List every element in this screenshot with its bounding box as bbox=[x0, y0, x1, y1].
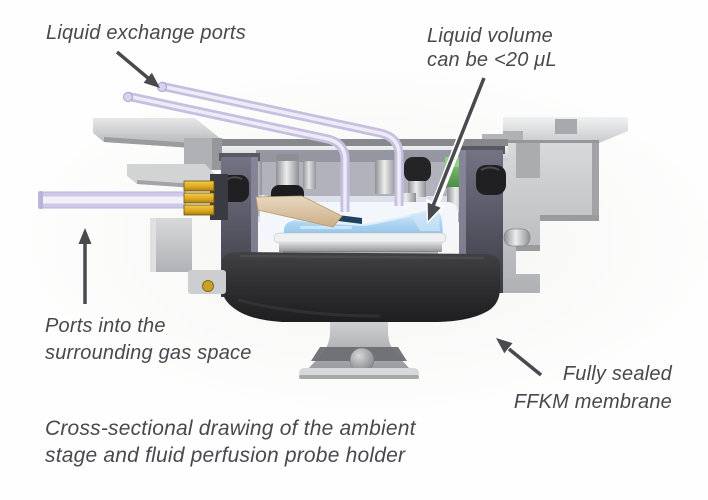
arrow-liquid-exchange bbox=[115, 50, 160, 88]
screw-head bbox=[202, 280, 214, 292]
pedestal bbox=[299, 322, 419, 379]
liquid-exchange-tubes bbox=[123, 81, 404, 212]
label-text-line2: can be <20 μL bbox=[427, 49, 557, 71]
pivot-pin bbox=[503, 228, 531, 247]
figure-caption: Cross-sectional drawing of the ambient s… bbox=[45, 415, 416, 469]
seal-cap bbox=[404, 157, 431, 182]
label-ffkm-membrane: Fully sealed FFKM membrane bbox=[470, 360, 672, 416]
probe-stud bbox=[276, 157, 299, 190]
ffkm-membrane bbox=[222, 252, 500, 322]
mount-foot bbox=[188, 270, 226, 294]
label-text-line1: Fully sealed bbox=[562, 363, 672, 385]
label-text-line1: Liquid volume bbox=[427, 25, 554, 47]
arrow-liquid-volume bbox=[426, 76, 488, 224]
label-text-line1: Ports into the bbox=[45, 315, 166, 337]
screw-post bbox=[375, 160, 396, 194]
caption-line2: stage and fluid perfusion probe holder bbox=[45, 444, 406, 467]
probe-tip-slot bbox=[338, 215, 362, 224]
tubing bbox=[38, 81, 404, 220]
arrow-ffkm-membrane bbox=[496, 338, 543, 377]
caption-line1: Cross-sectional drawing of the ambient bbox=[45, 417, 416, 440]
label-gas-ports: Ports into the surrounding gas space bbox=[45, 313, 252, 367]
o-ring-seal-right bbox=[476, 165, 506, 195]
annotation-arrows bbox=[78, 50, 543, 377]
label-text-line2: FFKM membrane bbox=[513, 391, 672, 413]
perfusion-probe bbox=[255, 185, 343, 228]
sample-disc bbox=[279, 241, 442, 252]
right-mount-bracket bbox=[482, 117, 628, 293]
label-text-line2: surrounding gas space bbox=[45, 342, 252, 364]
label-text: Liquid exchange ports bbox=[46, 22, 246, 44]
label-liquid-exchange-ports: Liquid exchange ports bbox=[46, 21, 246, 45]
ferrules bbox=[183, 174, 228, 220]
label-liquid-volume: Liquid volume can be <20 μL bbox=[427, 24, 557, 72]
arrow-gas-ports bbox=[78, 228, 92, 304]
